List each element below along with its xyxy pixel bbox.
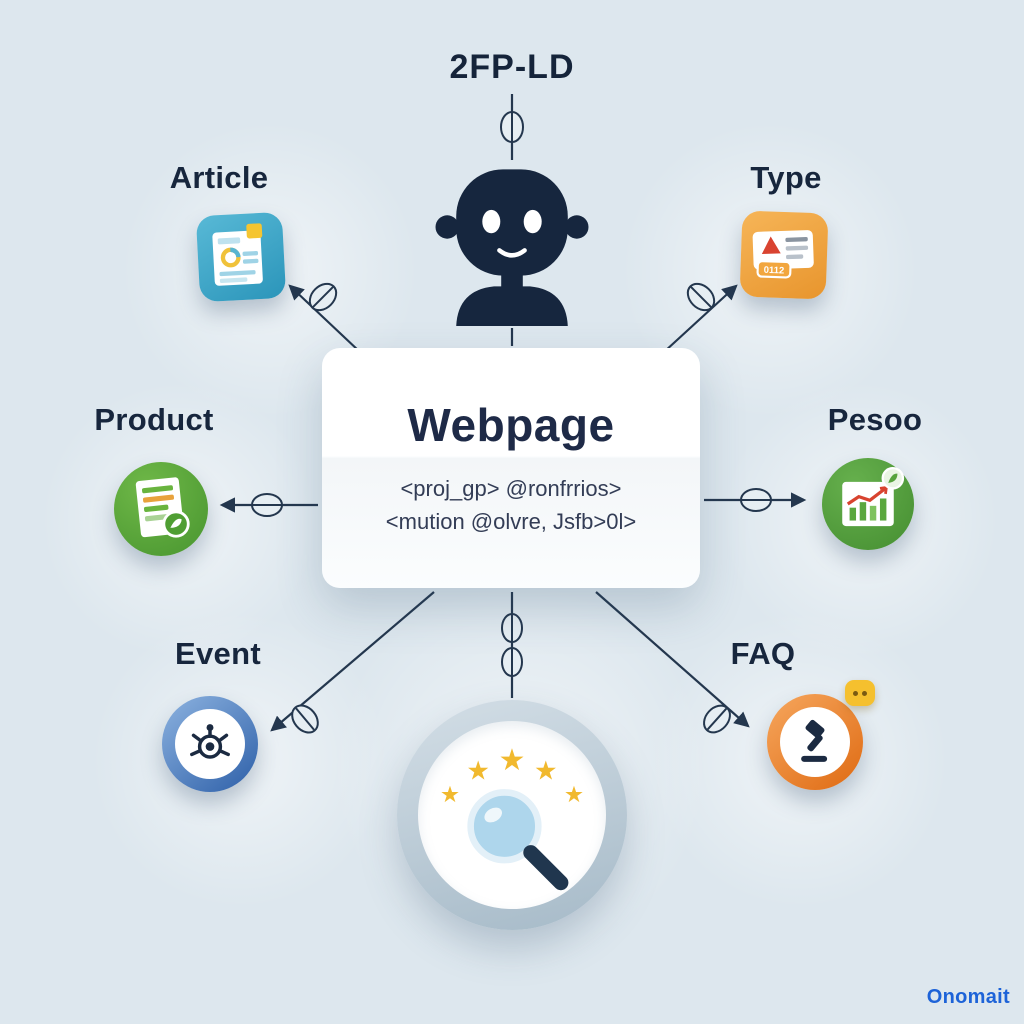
search-rating-inner: ★ ★ ★ ★ ★ bbox=[418, 721, 606, 909]
node-label-product: Product bbox=[94, 402, 214, 437]
svg-text:★: ★ bbox=[466, 756, 490, 786]
faq-icon bbox=[767, 680, 875, 790]
bug-icon bbox=[190, 724, 230, 759]
node-label-faq: FAQ bbox=[730, 636, 796, 671]
search-rating-icon: ★ ★ ★ ★ ★ bbox=[397, 700, 627, 930]
robot-smile bbox=[497, 248, 527, 258]
webpage-card-code: <proj_gp> @ronfrrios> <mution @olvre, Js… bbox=[386, 472, 636, 538]
node-label-event: Event bbox=[175, 636, 261, 671]
article-tag-icon bbox=[246, 223, 263, 239]
article-icon bbox=[195, 211, 287, 303]
svg-text:★: ★ bbox=[564, 782, 584, 808]
top-label: 2FP-LD bbox=[449, 48, 575, 86]
node-label-person: Pesoo bbox=[827, 402, 923, 437]
speech-bubble-icon bbox=[845, 680, 875, 706]
type-icon: 0112 bbox=[739, 210, 829, 300]
product-icon bbox=[114, 462, 208, 556]
node-label-article: Article bbox=[169, 160, 269, 195]
event-icon bbox=[162, 696, 258, 792]
webpage-card-title: Webpage bbox=[407, 399, 615, 451]
gavel-icon bbox=[801, 719, 828, 762]
code-line-2: <mution @olvre, Jsfb>0l> bbox=[385, 509, 637, 534]
faq-icon-inner bbox=[780, 707, 850, 777]
robot-eye bbox=[523, 209, 542, 234]
svg-text:★: ★ bbox=[534, 756, 558, 786]
type-badge-text: 0112 bbox=[764, 265, 785, 277]
robot-icon bbox=[422, 164, 602, 326]
magnifier-icon bbox=[467, 789, 569, 891]
robot-eye bbox=[482, 209, 501, 234]
code-line-1: <proj_gp> @ronfrrios> bbox=[400, 476, 622, 501]
node-label-type: Type bbox=[750, 160, 822, 195]
svg-text:★: ★ bbox=[440, 782, 460, 808]
svg-text:★: ★ bbox=[499, 743, 526, 778]
webpage-card: Webpage <proj_gp> @ronfrrios> <mution @o… bbox=[322, 348, 700, 588]
brand-logo: Onomait bbox=[926, 986, 1010, 1008]
event-icon-inner bbox=[175, 709, 245, 779]
person-icon bbox=[822, 458, 914, 550]
